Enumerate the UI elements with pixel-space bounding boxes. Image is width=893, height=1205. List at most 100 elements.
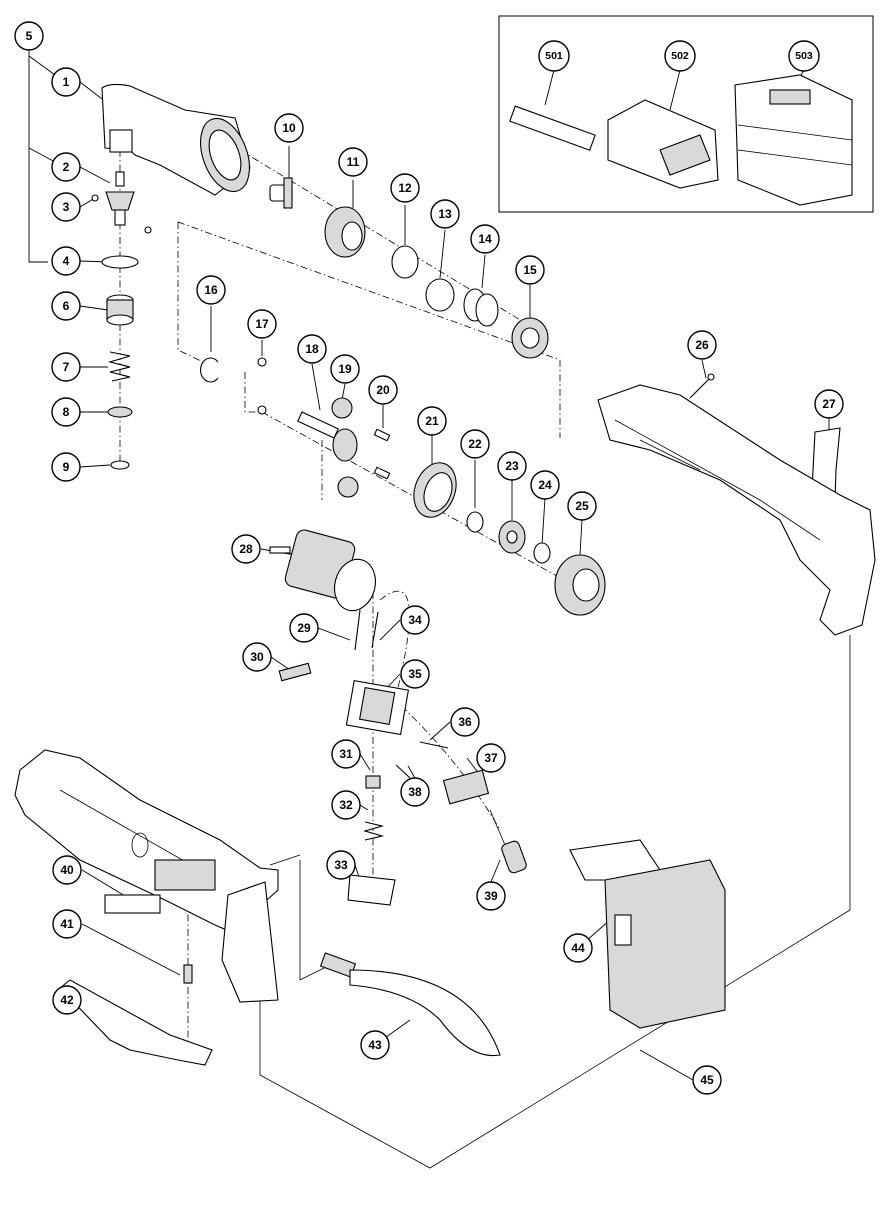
callout-number: 38 <box>408 785 422 799</box>
callout-number: 29 <box>297 621 311 635</box>
callout-22: 22 <box>460 429 490 459</box>
spring-part <box>107 351 131 382</box>
o-ring-part <box>110 460 130 470</box>
housing-right-part <box>597 384 876 636</box>
callout-number: 34 <box>408 613 422 627</box>
steel-ball-part <box>257 357 267 367</box>
callout-circle <box>400 605 430 635</box>
accessories-box <box>498 15 874 213</box>
callout-circle <box>368 375 398 405</box>
callout-number: 32 <box>339 798 353 812</box>
callout-21: 21 <box>417 406 447 436</box>
callout-number: 24 <box>538 478 552 492</box>
internal-wire-36-part <box>419 741 449 749</box>
callout-circle <box>247 309 277 339</box>
callout-circle <box>430 199 460 229</box>
callout-1: 1 <box>51 67 81 97</box>
callout-34: 34 <box>400 605 430 635</box>
callout-circle <box>692 1065 722 1095</box>
callout-20: 20 <box>368 375 398 405</box>
hammer-part <box>324 206 366 258</box>
callout-32: 32 <box>331 790 361 820</box>
case-part <box>734 74 853 206</box>
callout-number: 9 <box>63 460 70 474</box>
callout-circle <box>476 743 506 773</box>
callout-502: 502 <box>664 40 696 72</box>
callout-number: 14 <box>478 232 492 246</box>
strap-part <box>319 952 501 1057</box>
callout-41: 41 <box>52 909 82 939</box>
sleeve-part <box>106 294 134 326</box>
callout-31: 31 <box>331 739 361 769</box>
callout-number: 18 <box>305 342 319 356</box>
callout-circle <box>400 659 430 689</box>
callout-circle <box>326 850 356 880</box>
callout-circle <box>338 147 368 177</box>
callout-circle <box>196 275 226 305</box>
callout-number: 502 <box>671 50 689 62</box>
callout-circle <box>51 352 81 382</box>
battery-part <box>569 839 726 1029</box>
callout-7: 7 <box>51 352 81 382</box>
callout-6: 6 <box>51 291 81 321</box>
charger-part <box>607 99 719 189</box>
callout-8: 8 <box>51 397 81 427</box>
callout-number: 39 <box>484 889 498 903</box>
parts <box>14 74 876 1066</box>
callout-43: 43 <box>360 1030 390 1060</box>
callout-circle <box>52 855 82 885</box>
callout-circle <box>450 707 480 737</box>
callout-39: 39 <box>476 881 506 911</box>
bit-part <box>509 105 596 151</box>
terminal-part <box>442 769 490 805</box>
callout-13: 13 <box>430 199 460 229</box>
callout-circle <box>52 909 82 939</box>
callout-number: 6 <box>63 299 70 313</box>
callout-18: 18 <box>297 334 327 364</box>
callout-number: 45 <box>700 1073 714 1087</box>
callout-circle <box>538 40 570 72</box>
callout-number: 30 <box>250 650 264 664</box>
washer-part <box>107 406 133 418</box>
callout-35: 35 <box>400 659 430 689</box>
switch-part <box>345 680 410 736</box>
callout-number: 1 <box>63 75 70 89</box>
callout-45: 45 <box>692 1065 722 1095</box>
callout-28: 28 <box>231 534 261 564</box>
led-light-part <box>489 809 527 874</box>
callout-circle <box>14 21 44 51</box>
callout-circle <box>476 881 506 911</box>
callout-number: 11 <box>347 155 360 169</box>
callout-circle <box>331 790 361 820</box>
callout-circle <box>400 777 430 807</box>
callout-12: 12 <box>390 173 420 203</box>
callout-circle <box>51 291 81 321</box>
callout-27: 27 <box>814 389 844 419</box>
callout-circle <box>470 224 500 254</box>
callout-number: 5 <box>26 29 33 43</box>
callout-circle <box>51 152 81 182</box>
callout-number: 15 <box>523 263 537 277</box>
callout-19: 19 <box>330 354 360 384</box>
callout-number: 2 <box>63 160 70 174</box>
callout-circle <box>530 470 560 500</box>
callout-36: 36 <box>450 707 480 737</box>
callout-circle <box>515 255 545 285</box>
callout-number: 27 <box>822 397 836 411</box>
forward-reverse-lever-part <box>278 662 312 682</box>
bearing-part <box>498 520 526 554</box>
callout-38: 38 <box>400 777 430 807</box>
callout-501: 501 <box>538 40 570 72</box>
callout-circle <box>788 40 820 72</box>
lock-part <box>347 874 396 906</box>
callout-circle <box>567 491 597 521</box>
callout-number: 3 <box>63 200 70 214</box>
callout-number: 40 <box>60 863 74 877</box>
callout-circle <box>297 334 327 364</box>
callout-number: 37 <box>484 751 498 765</box>
callout-circle <box>242 642 272 672</box>
gear-case-part <box>554 554 606 616</box>
callout-10: 10 <box>274 113 304 143</box>
callout-5: 5 <box>14 21 44 51</box>
callout-number: 42 <box>60 993 74 1007</box>
